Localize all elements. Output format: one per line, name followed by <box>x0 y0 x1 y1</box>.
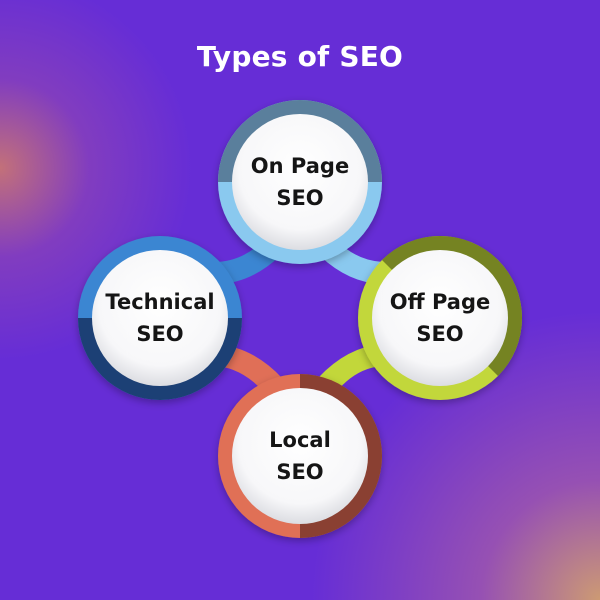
node-label-line2: SEO <box>276 460 324 484</box>
node-label-local: Local SEO <box>235 424 365 488</box>
node-label-off-page: Off Page SEO <box>375 286 505 350</box>
technical-disc <box>92 250 228 386</box>
node-label-on-page: On Page SEO <box>235 150 365 214</box>
node-on-page-seo <box>218 100 382 264</box>
node-label-line1: Technical <box>105 290 215 314</box>
node-label-line1: Off Page <box>389 290 491 314</box>
local-disc <box>232 388 368 524</box>
node-technical-seo <box>78 236 242 400</box>
node-label-line1: Local <box>269 428 331 452</box>
off-page-disc <box>372 250 508 386</box>
node-label-line2: SEO <box>136 322 184 346</box>
node-label-line1: On Page <box>250 154 350 178</box>
node-local-seo <box>218 374 382 538</box>
node-label-technical: Technical SEO <box>95 286 225 350</box>
node-off-page-seo <box>358 235 523 400</box>
node-label-line2: SEO <box>416 322 464 346</box>
page-title: Types of SEO <box>196 40 404 73</box>
on-page-disc <box>232 114 368 250</box>
node-label-line2: SEO <box>276 186 324 210</box>
